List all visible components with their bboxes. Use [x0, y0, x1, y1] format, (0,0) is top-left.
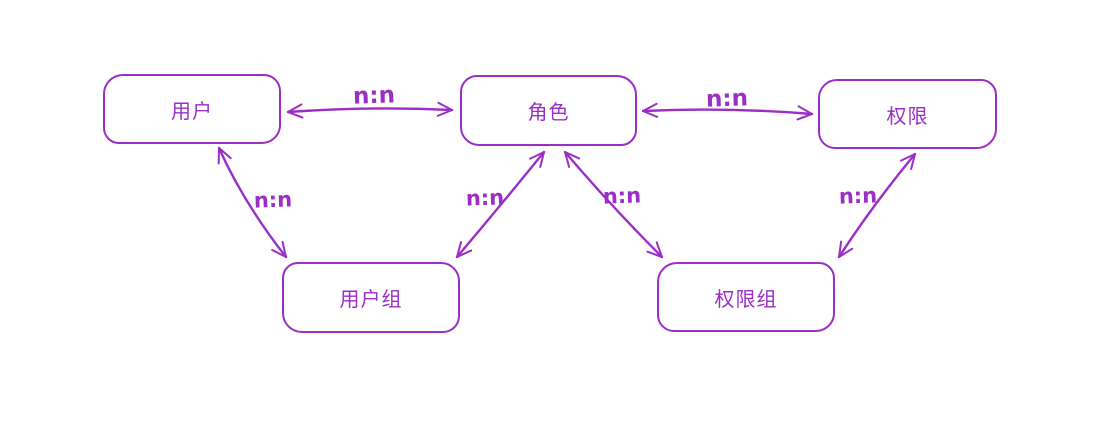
- edge-permission-permission-group: [837, 152, 917, 259]
- edge-label-user-user-group: n:n: [253, 187, 293, 213]
- node-user-label: 用户: [171, 98, 213, 123]
- edge-user-role: [286, 101, 454, 119]
- node-permission-group: 权限组: [657, 262, 835, 332]
- node-user-group: 用户组: [282, 262, 460, 333]
- node-role: 角色: [460, 75, 637, 146]
- edge-label-role-permission-group: n:n: [602, 183, 642, 209]
- node-user-group-label: 用户组: [339, 287, 403, 311]
- edge-label-permission-permission-group: n:n: [838, 183, 878, 209]
- edge-user-group-role: [455, 150, 546, 259]
- node-user: 用户: [103, 74, 281, 144]
- node-permission-label: 权限: [886, 103, 929, 128]
- node-permission: 权限: [818, 79, 997, 149]
- edge-user-user-group: [217, 146, 288, 259]
- edge-role-permission: [641, 102, 814, 121]
- edge-role-permission-group: [563, 150, 664, 259]
- node-role-label: 角色: [527, 100, 570, 124]
- edge-label-user-role: n:n: [352, 82, 396, 110]
- edge-label-role-permission: n:n: [705, 85, 749, 113]
- node-permission-group-label: 权限组: [714, 286, 778, 311]
- edge-label-user-group-role: n:n: [465, 185, 505, 211]
